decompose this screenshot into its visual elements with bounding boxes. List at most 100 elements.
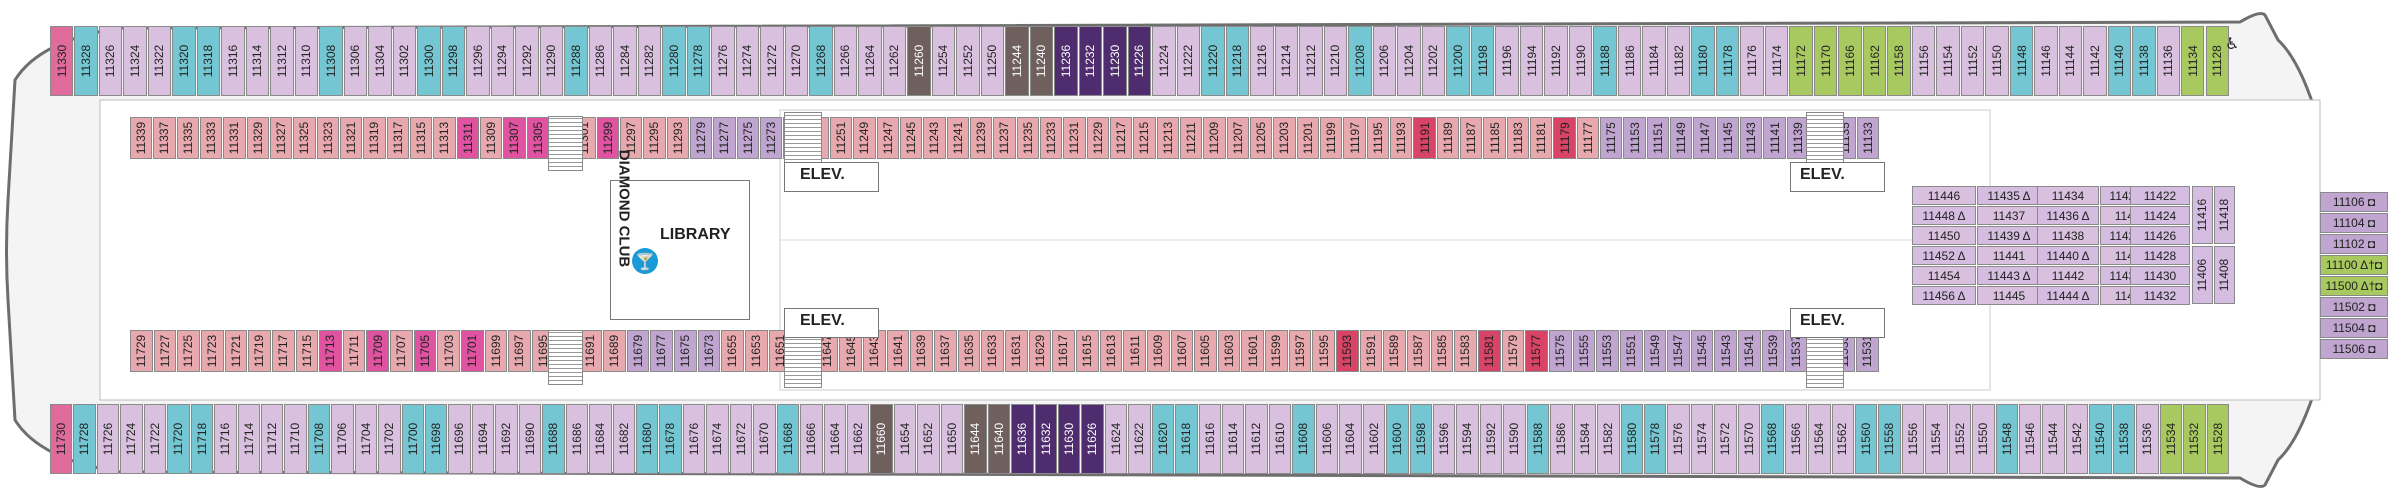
cabin-11707[interactable]: 11707: [390, 330, 413, 372]
cabin-11275[interactable]: 11275: [736, 117, 759, 159]
cabin-11288[interactable]: 11288: [564, 26, 588, 96]
cabin-11335[interactable]: 11335: [176, 117, 199, 159]
cabin-11162[interactable]: 11162: [1862, 26, 1887, 96]
cabin-11279[interactable]: 11279: [690, 117, 713, 159]
cabin-11277[interactable]: 11277: [713, 117, 736, 159]
cabin-11197[interactable]: 11197: [1343, 117, 1366, 159]
cabin-11664[interactable]: 11664: [823, 404, 846, 474]
cabin-11312[interactable]: 11312: [270, 26, 294, 96]
cabin-11142[interactable]: 11142: [2083, 26, 2107, 96]
cabin-11243[interactable]: 11243: [923, 117, 946, 159]
cabin-11574[interactable]: 11574: [1690, 404, 1714, 474]
cabin-11504[interactable]: 11504 ◘: [2320, 318, 2388, 338]
cabin-11620[interactable]: 11620: [1151, 404, 1175, 474]
cabin-11549[interactable]: 11549: [1643, 330, 1667, 372]
cabin-11424[interactable]: 11424: [2130, 206, 2190, 225]
cabin-11212[interactable]: 11212: [1299, 26, 1323, 96]
cabin-11678[interactable]: 11678: [659, 404, 682, 474]
cabin-11200[interactable]: 11200: [1446, 26, 1470, 96]
cabin-11666[interactable]: 11666: [800, 404, 823, 474]
cabin-11194[interactable]: 11194: [1519, 26, 1544, 96]
cabin-11704[interactable]: 11704: [354, 404, 378, 474]
cabin-11677[interactable]: 11677: [650, 330, 673, 372]
cabin-11456[interactable]: 11456 Δ: [1912, 286, 1976, 305]
cabin-11542[interactable]: 11542: [2065, 404, 2089, 474]
cabin-11296[interactable]: 11296: [466, 26, 490, 96]
cabin-11440[interactable]: 11440 Δ: [2037, 246, 2099, 265]
cabin-11602[interactable]: 11602: [1362, 404, 1386, 474]
cabin-11660[interactable]: 11660: [870, 404, 893, 474]
cabin-11189[interactable]: 11189: [1436, 117, 1459, 159]
cabin-11152[interactable]: 11152: [1960, 26, 1985, 96]
cabin-11716[interactable]: 11716: [214, 404, 237, 474]
cabin-11725[interactable]: 11725: [177, 330, 200, 372]
cabin-11633[interactable]: 11633: [981, 330, 1004, 372]
cabin-11260[interactable]: 11260: [907, 26, 931, 96]
cabin-11254[interactable]: 11254: [931, 26, 956, 96]
cabin-11203[interactable]: 11203: [1273, 117, 1296, 159]
cabin-11150[interactable]: 11150: [1985, 26, 2009, 96]
cabin-11540[interactable]: 11540: [2089, 404, 2112, 474]
cabin-11552[interactable]: 11552: [1948, 404, 1972, 474]
cabin-11564[interactable]: 11564: [1808, 404, 1831, 474]
cabin-11297[interactable]: 11297: [620, 117, 643, 159]
cabin-11204[interactable]: 11204: [1397, 26, 1421, 96]
cabin-11550[interactable]: 11550: [1972, 404, 1995, 474]
cabin-11724[interactable]: 11724: [120, 404, 143, 474]
cabin-11293[interactable]: 11293: [666, 117, 689, 159]
cabin-11309[interactable]: 11309: [480, 117, 503, 159]
cabin-11590[interactable]: 11590: [1503, 404, 1526, 474]
cabin-11320[interactable]: 11320: [172, 26, 196, 96]
cabin-11325[interactable]: 11325: [293, 117, 316, 159]
cabin-11655[interactable]: 11655: [721, 330, 744, 372]
cabin-11450[interactable]: 11450: [1912, 226, 1976, 245]
cabin-11138[interactable]: 11138: [2132, 26, 2156, 96]
cabin-11536[interactable]: 11536: [2136, 404, 2159, 474]
cabin-11589[interactable]: 11589: [1383, 330, 1407, 372]
cabin-11721[interactable]: 11721: [224, 330, 248, 372]
cabin-11701[interactable]: 11701: [461, 330, 484, 372]
cabin-11154[interactable]: 11154: [1936, 26, 1960, 96]
cabin-11322[interactable]: 11322: [147, 26, 172, 96]
cabin-11251[interactable]: 11251: [830, 117, 853, 159]
cabin-11235[interactable]: 11235: [1016, 117, 1039, 159]
cabin-11229[interactable]: 11229: [1086, 117, 1109, 159]
cabin-11595[interactable]: 11595: [1312, 330, 1336, 372]
cabin-11178[interactable]: 11178: [1715, 26, 1740, 96]
cabin-11187[interactable]: 11187: [1460, 117, 1483, 159]
cabin-11319[interactable]: 11319: [363, 117, 386, 159]
cabin-11339[interactable]: 11339: [130, 117, 153, 159]
cabin-11333[interactable]: 11333: [200, 117, 223, 159]
cabin-11250[interactable]: 11250: [980, 26, 1005, 96]
cabin-11290[interactable]: 11290: [539, 26, 564, 96]
cabin-11606[interactable]: 11606: [1315, 404, 1339, 474]
cabin-11686[interactable]: 11686: [565, 404, 589, 474]
cabin-11624[interactable]: 11624: [1104, 404, 1128, 474]
cabin-11597[interactable]: 11597: [1288, 330, 1312, 372]
cabin-11299[interactable]: 11299: [596, 117, 619, 159]
cabin-11608[interactable]: 11608: [1292, 404, 1315, 474]
cabin-11560[interactable]: 11560: [1854, 404, 1878, 474]
cabin-11308[interactable]: 11308: [319, 26, 343, 96]
cabin-11572[interactable]: 11572: [1714, 404, 1737, 474]
cabin-11558[interactable]: 11558: [1878, 404, 1901, 474]
cabin-11644[interactable]: 11644: [964, 404, 987, 474]
cabin-11311[interactable]: 11311: [456, 117, 479, 159]
cabin-11584[interactable]: 11584: [1573, 404, 1597, 474]
cabin-11215[interactable]: 11215: [1133, 117, 1156, 159]
cabin-11206[interactable]: 11206: [1372, 26, 1397, 96]
cabin-11654[interactable]: 11654: [893, 404, 917, 474]
cabin-11174[interactable]: 11174: [1764, 26, 1789, 96]
cabin-11718[interactable]: 11718: [190, 404, 214, 474]
cabin-11443[interactable]: 11443 Δ: [1977, 266, 2041, 285]
cabin-11436[interactable]: 11436 Δ: [2037, 206, 2099, 225]
cabin-11418[interactable]: 11418: [2214, 186, 2235, 244]
cabin-11185[interactable]: 11185: [1483, 117, 1506, 159]
cabin-11198[interactable]: 11198: [1470, 26, 1495, 96]
cabin-11538[interactable]: 11538: [2112, 404, 2136, 474]
cabin-11274[interactable]: 11274: [735, 26, 760, 96]
cabin-11211[interactable]: 11211: [1180, 117, 1203, 159]
cabin-11444[interactable]: 11444 Δ: [2037, 286, 2099, 305]
cabin-11158[interactable]: 11158: [1887, 26, 1911, 96]
cabin-11300[interactable]: 11300: [417, 26, 441, 96]
